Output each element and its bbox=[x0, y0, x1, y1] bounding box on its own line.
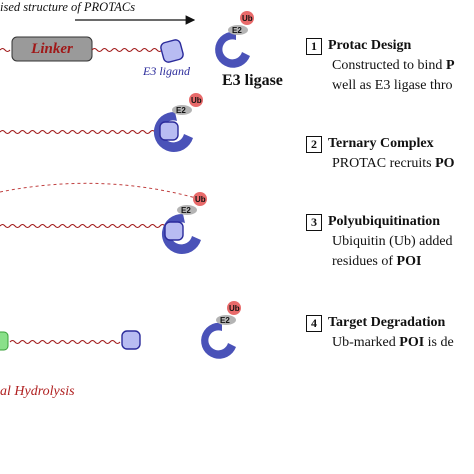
step-3-number: 3 bbox=[306, 213, 322, 231]
step-1-number: 1 bbox=[306, 37, 322, 55]
step-4-line-1: Ub-marked POI is de bbox=[332, 333, 454, 353]
step-4-line-1-after: is de bbox=[424, 335, 454, 350]
e2-shape-1 bbox=[228, 25, 248, 35]
step-3-header: 3 Polyubiquitination bbox=[306, 212, 453, 232]
step-4-line-1-text: Ub-marked bbox=[332, 335, 400, 350]
e2-shape-3 bbox=[177, 205, 197, 215]
e3-ligand-shape-1 bbox=[160, 39, 184, 63]
ub-label-3: Ub bbox=[195, 195, 206, 204]
step-1-header: 1 Protac Design bbox=[306, 36, 455, 56]
step-1-title: Protac Design bbox=[328, 38, 412, 53]
step-1-line-1-text: Constructed to bind bbox=[332, 58, 446, 73]
step-2-title: Ternary Complex bbox=[328, 136, 434, 151]
e3-ligase-label: E3 ligase bbox=[222, 72, 283, 89]
step-3: 3 Polyubiquitination Ubiquitin (Ub) adde… bbox=[306, 212, 453, 272]
linker-wavy-line-2 bbox=[0, 130, 161, 134]
ub-shape-2 bbox=[189, 93, 203, 107]
target-fragment bbox=[0, 331, 9, 351]
ub-label-2: Ub bbox=[191, 96, 202, 105]
e3-ligand-shape-2 bbox=[159, 121, 179, 141]
e3-ligand-shape-4 bbox=[121, 330, 141, 350]
step-1-line-1-bold: P bbox=[445, 58, 455, 73]
step-2-number: 2 bbox=[306, 135, 322, 153]
step-4-title: Target Degradation bbox=[328, 315, 446, 330]
step-2-line-1-bold: PO bbox=[435, 156, 455, 171]
e2-label-1: E2 bbox=[232, 26, 242, 35]
e3-ligand-label: E3 ligand bbox=[143, 64, 190, 78]
ub-shape-3 bbox=[193, 192, 207, 206]
step-1-line-1: Constructed to bind P bbox=[332, 56, 455, 76]
step-2-line-1: PROTAC recruits PO bbox=[332, 154, 455, 174]
ub-shape-4 bbox=[227, 301, 241, 315]
step-4-header: 4 Target Degradation bbox=[306, 313, 454, 333]
linker-wavy-line-4 bbox=[9, 340, 121, 344]
e2-label-2: E2 bbox=[176, 106, 186, 115]
e3-ligase-shape-1 bbox=[215, 31, 250, 68]
e2-label-4: E2 bbox=[220, 316, 230, 325]
step-3-line-2-bold: POI bbox=[396, 254, 422, 269]
step-3-line-1-text: Ubiquitin (Ub) added bbox=[332, 234, 453, 249]
linker-wavy-line-1 bbox=[91, 48, 163, 52]
dashed-transfer-arc bbox=[0, 182, 197, 199]
e2-shape-2 bbox=[172, 105, 192, 115]
linker-wavy-line-3 bbox=[0, 224, 166, 228]
linker-wavy-line-left-1 bbox=[0, 48, 11, 52]
step-1: 1 Protac Design Constructed to bind P we… bbox=[306, 36, 455, 96]
linker-label: Linker bbox=[31, 41, 73, 57]
e3-ligand-shape-3 bbox=[164, 221, 184, 241]
step-2-line-1-text: PROTAC recruits bbox=[332, 156, 436, 171]
step-4: 4 Target Degradation Ub-marked POI is de bbox=[306, 313, 454, 353]
step-4-line-1-bold: POI bbox=[399, 335, 425, 350]
step-3-line-1: Ubiquitin (Ub) added bbox=[332, 232, 453, 252]
ub-label-1: Ub bbox=[242, 14, 253, 23]
e2-label-3: E2 bbox=[181, 206, 191, 215]
step-3-line-2: residues of POI bbox=[332, 252, 453, 272]
caption-top: ised structure of PROTACs bbox=[0, 0, 136, 14]
step-3-title: Polyubiquitination bbox=[328, 214, 441, 229]
linker-box bbox=[11, 36, 93, 62]
ub-label-4: Ub bbox=[229, 304, 240, 313]
step-3-line-2-text: residues of bbox=[332, 254, 397, 269]
step-2: 2 Ternary Complex PROTAC recruits PO bbox=[306, 134, 455, 174]
step-1-line-2-body: well as E3 ligase thro bbox=[332, 78, 453, 93]
e3-ligase-shape-4 bbox=[201, 322, 236, 359]
ub-shape-1 bbox=[240, 11, 254, 25]
e2-shape-4 bbox=[216, 315, 236, 325]
step-2-header: 2 Ternary Complex bbox=[306, 134, 455, 154]
step-4-number: 4 bbox=[306, 314, 322, 332]
step-1-line-2: well as E3 ligase thro bbox=[332, 76, 455, 96]
hydrolysis-label: al Hydrolysis bbox=[0, 384, 75, 399]
